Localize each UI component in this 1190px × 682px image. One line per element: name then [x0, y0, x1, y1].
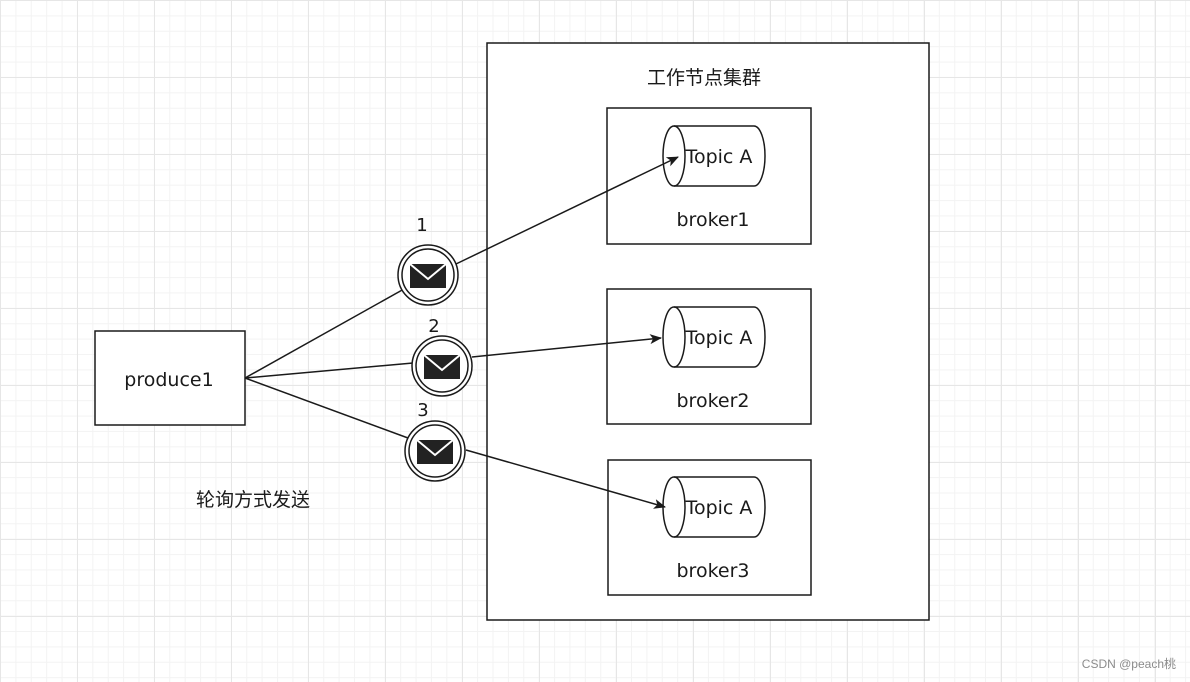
envelope-icon [423, 354, 461, 380]
watermark: CSDN @peach桃 [1081, 657, 1176, 671]
diagram-caption: 轮询方式发送 [196, 489, 310, 511]
edge-producer-to-message-1[interactable] [244, 288, 405, 379]
broker-label: broker2 [677, 390, 750, 412]
envelope-icon [416, 439, 454, 465]
message-label-1: 1 [416, 215, 427, 236]
topic-queue-icon[interactable] [662, 306, 766, 368]
message-node-3[interactable] [404, 420, 466, 482]
producer-node[interactable]: produce1 [94, 330, 246, 426]
producer-box[interactable] [94, 330, 246, 426]
topic-label: Topic A [685, 327, 753, 349]
broker-label: broker3 [677, 560, 750, 582]
message-label-2: 2 [428, 316, 439, 337]
producer-label: produce1 [124, 369, 213, 391]
message-label-3: 3 [417, 400, 428, 421]
envelope-icon [409, 263, 447, 289]
arrow-message-2-to-broker-2[interactable] [471, 334, 662, 358]
topic-label: Topic A [685, 497, 753, 519]
cluster-label: 工作节点集群 [647, 67, 761, 89]
message-node-2[interactable] [411, 335, 473, 397]
edge-producer-to-message-3[interactable] [244, 377, 409, 439]
broker-label: broker1 [677, 209, 750, 231]
arrow-message-1-to-broker-1[interactable] [455, 156, 679, 265]
topic-label: Topic A [685, 146, 753, 168]
broker-node-1[interactable]: Topic A broker1 [606, 107, 812, 245]
broker-node-2[interactable]: Topic A broker2 [606, 288, 812, 425]
topic-queue-icon[interactable] [662, 125, 766, 187]
arrow-message-3-to-broker-3[interactable] [465, 449, 666, 509]
message-node-1[interactable] [397, 244, 459, 306]
broker-node-3[interactable]: Topic A broker3 [607, 459, 812, 596]
edge-producer-to-message-2[interactable] [244, 362, 414, 379]
topic-queue-icon[interactable] [662, 476, 766, 538]
